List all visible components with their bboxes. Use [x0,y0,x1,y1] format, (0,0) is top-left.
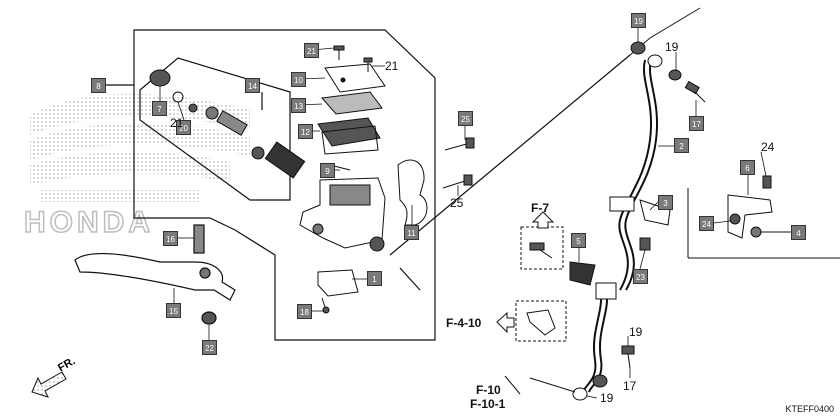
part-callout-boxed: 4 [791,225,806,240]
part-callout: 19 [629,325,643,339]
part-callout-boxed: 6 [740,160,755,175]
diagram-code: KTEFF0400 [785,404,834,414]
section-reference: F-10-1 [470,397,506,411]
section-reference: F-10 [476,383,501,397]
part-callout-boxed: 10 [291,72,306,87]
part-callout: 19 [665,40,679,54]
part-callout: 21 [385,59,399,73]
front-direction-arrow [31,371,67,398]
part-callout-boxed: 11 [404,225,419,240]
part-callout-boxed: 20 [176,120,191,135]
section-reference: F-7 [531,201,549,215]
part-callout-boxed: 22 [202,340,217,355]
part-callout-boxed: 13 [291,98,306,113]
master-cylinder-parts [149,45,475,314]
part-callout-boxed: 5 [571,233,586,248]
part-callout: 24 [761,140,775,154]
master-cylinder-group-outline [105,29,631,341]
part-callout-boxed: 16 [163,231,178,246]
part-callout-boxed: 2 [674,138,689,153]
honda-watermark-text: HONDA [24,206,154,239]
part-callout: 25 [450,196,464,210]
hose-fittings [569,41,706,401]
part-callout-boxed: 25 [458,111,473,126]
part-callout-boxed: 7 [152,101,167,116]
brake-hose [582,7,701,393]
bracket-group [687,175,840,259]
part-callout: 19 [600,391,614,405]
part-callout-boxed: 19 [631,13,646,28]
part-callout-boxed: 1 [367,271,382,286]
part-callout-boxed: 17 [689,116,704,131]
part-callout-boxed: 3 [658,195,673,210]
part-callout-boxed: 23 [633,269,648,284]
part-callout-boxed: 14 [245,78,260,93]
part-callout-boxed: 18 [297,304,312,319]
part-callout-boxed: 21 [304,43,319,58]
section-reference: F-4-10 [446,316,482,330]
part-callout: 17 [623,379,637,393]
part-callout-boxed: 24 [699,216,714,231]
leader-lines [159,28,791,399]
reference-arrows [496,211,555,334]
part-callout-boxed: 9 [320,163,335,178]
part-callout: 21 [170,116,184,130]
reference-part-sketches [504,242,576,395]
part-callout-boxed: 15 [166,303,181,318]
part-callout-boxed: 12 [298,124,313,139]
brake-lever [74,224,236,325]
part-callout-boxed: 8 [91,78,106,93]
